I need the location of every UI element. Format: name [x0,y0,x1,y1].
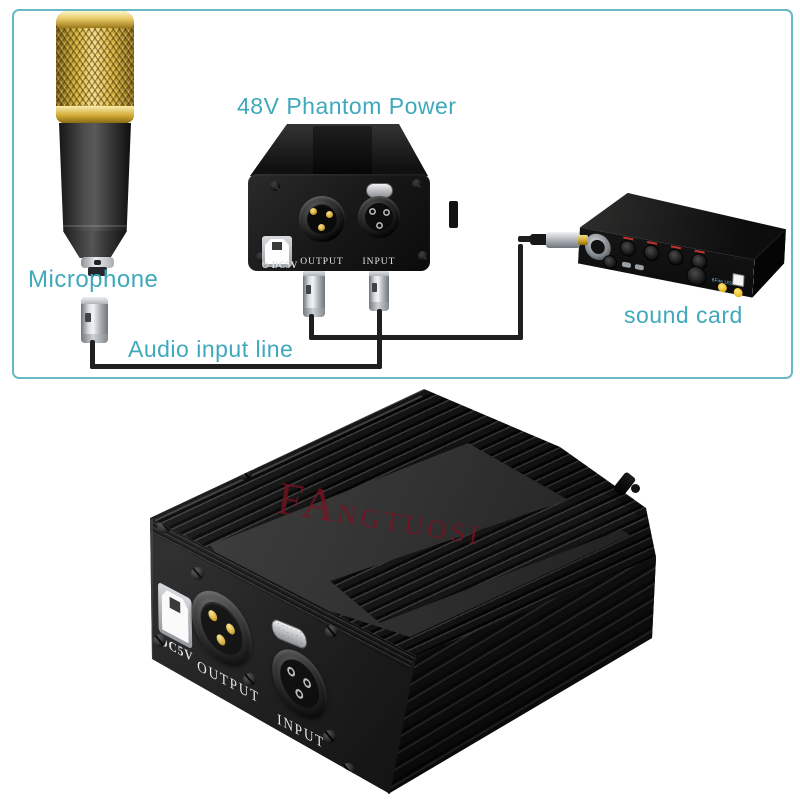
output-cable-xlr-plug [303,269,325,317]
usb-b-port-small [262,236,292,267]
panel-screw [243,673,256,686]
usb-b-contact [272,242,282,250]
screw [412,179,422,189]
panel-screw [325,625,338,638]
aux-cable-elbow [518,236,534,242]
sound-card-label: sound card [624,302,743,328]
phantom-box-front-face: ⏻ DC5V OUTPUT INPUT [248,174,430,271]
panel-left-edge [150,519,153,659]
red-mark [694,249,705,254]
phantom-power-title: 48V Phantom Power [237,93,457,119]
screw [418,251,428,261]
watermark-prefix: FA [273,471,343,532]
aux-plug-barrel [546,232,580,248]
gain-knob [644,244,659,262]
sound-card-graphic: 6Fire USB [566,186,794,309]
toggle-switch [621,261,632,269]
cable-mic-down [90,340,95,369]
cable-soundcard-up [518,244,523,340]
xlr-hole [369,208,376,215]
product-photo: FANGTUOSI DC5V [0,385,800,800]
plug-collar [81,334,108,343]
output-label-small: OUTPUT [300,257,344,267]
case-side-tab-tip [631,484,640,493]
cable-output-down [309,314,314,340]
phantom-box-top-face [250,124,428,176]
mic-connector-hole [94,260,101,265]
plug-collar [303,308,325,317]
xlr-pin [326,211,333,218]
mic-body [59,123,131,231]
red-mark [647,240,658,245]
panel-screw [191,567,204,580]
quarter-inch-jack [603,255,617,270]
xlr-female-input-small [358,196,400,238]
microphone-label: Microphone [28,266,159,293]
panel-screw [323,730,336,743]
xlr-male-output-small [299,196,345,242]
mic-head-bottom-ring [56,106,134,123]
audio-input-line-label: Audio input line [128,336,294,362]
power-icon: ⏻ [262,261,270,270]
screw [256,252,266,262]
mic-connector-ring [81,257,114,268]
combo-xlr-center [590,238,606,256]
plug-slot [85,313,91,322]
diagram-border [12,9,793,379]
mic-head-top-rim [56,11,134,28]
input-label-small: INPUT [362,257,396,267]
panel-screw [153,634,166,647]
plug-collar [369,302,389,311]
plug-slot [306,285,311,294]
gain-knob [620,240,636,257]
mic-head-mesh [56,11,134,123]
microphone-graphic [0,0,200,300]
dc5v-label-small: ⏻ DC5V [256,260,304,271]
rca-jack-yellow [733,287,743,298]
volume-knob [687,265,706,287]
red-mark [670,245,681,250]
usb-b-inner [265,239,289,264]
mic-connector-nub [88,267,107,276]
toggle-switch [634,263,644,271]
gain-knob [668,249,683,266]
red-mark [623,236,634,241]
plug-cap [303,269,325,276]
cable-output-to-soundcard [309,335,523,340]
xlr-pin [318,224,325,231]
optical-port [732,272,745,288]
aux-plug-tip [578,235,588,245]
plug-cap [369,269,389,276]
dc5v-text: DC5V [271,260,298,270]
phantom-box-small: ⏻ DC5V OUTPUT INPUT [240,118,470,278]
input-cable-xlr-plug [369,269,389,311]
phantom-box-top-label-plate [313,126,372,174]
plug-slot [372,283,377,292]
mic-body-ringline [59,225,131,227]
xlr-hole [383,209,390,216]
top-face-screw [238,466,252,480]
phantom-box-side-nub [449,201,458,228]
aux-plug-relief [530,234,549,245]
mic-base-cone [63,231,127,258]
plug-cap [81,297,108,304]
screw [270,181,280,191]
mic-cable-xlr-plug [81,297,108,343]
xlr-pin [310,208,317,215]
xlr-hole [376,222,383,229]
cable-mic-to-input [90,364,382,369]
